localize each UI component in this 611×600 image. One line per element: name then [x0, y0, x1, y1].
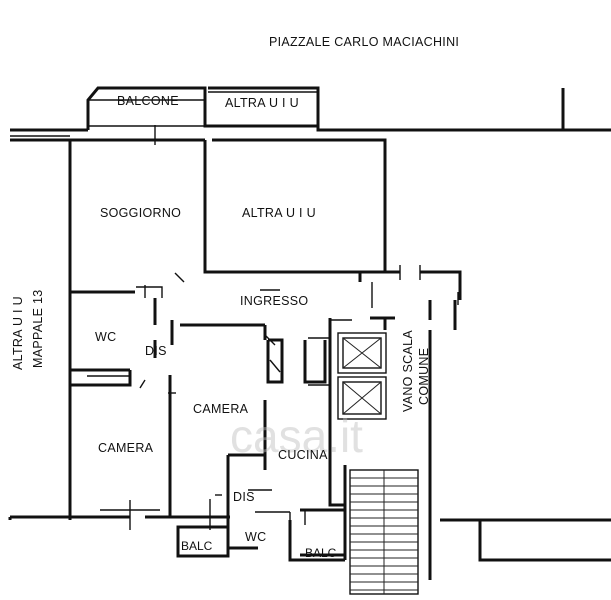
- room-label-camera-left: CAMERA: [98, 441, 154, 455]
- staircase: [349, 469, 419, 595]
- watermark: casa.it: [230, 410, 363, 462]
- room-label-balcone: BALCONE: [117, 94, 179, 108]
- room-label-altra-uiu-mid: ALTRA U I U: [242, 206, 316, 220]
- side-label-mappale: MAPPALE 13: [31, 289, 45, 368]
- elevator-shafts: [337, 332, 387, 420]
- room-label-balc-right: BALC: [305, 546, 337, 560]
- room-label-cucina: CUCINA: [278, 448, 328, 462]
- room-label-altra-uiu-top: ALTRA U I U: [225, 96, 299, 110]
- labels: PIAZZALE CARLO MACIACHINI BALCONE ALTRA …: [11, 35, 459, 560]
- side-label-vano-scala: VANO SCALA: [401, 330, 415, 412]
- walls: [8, 86, 611, 580]
- details: [10, 91, 459, 545]
- room-label-ingresso: INGRESSO: [240, 294, 308, 308]
- room-label-soggiorno: SOGGIORNO: [100, 206, 181, 220]
- room-label-camera-center: CAMERA: [193, 402, 249, 416]
- room-label-dis-left: DIS: [145, 344, 167, 358]
- side-label-comune: COMUNE: [417, 348, 431, 405]
- room-label-dis-bottom: DIS: [233, 490, 255, 504]
- side-label-altra-uiu: ALTRA U I U: [11, 296, 25, 370]
- street-label: PIAZZALE CARLO MACIACHINI: [269, 35, 459, 49]
- room-label-wc-left: WC: [95, 330, 116, 344]
- room-label-balc-left: BALC: [181, 539, 213, 553]
- room-label-wc-bottom: WC: [245, 530, 266, 544]
